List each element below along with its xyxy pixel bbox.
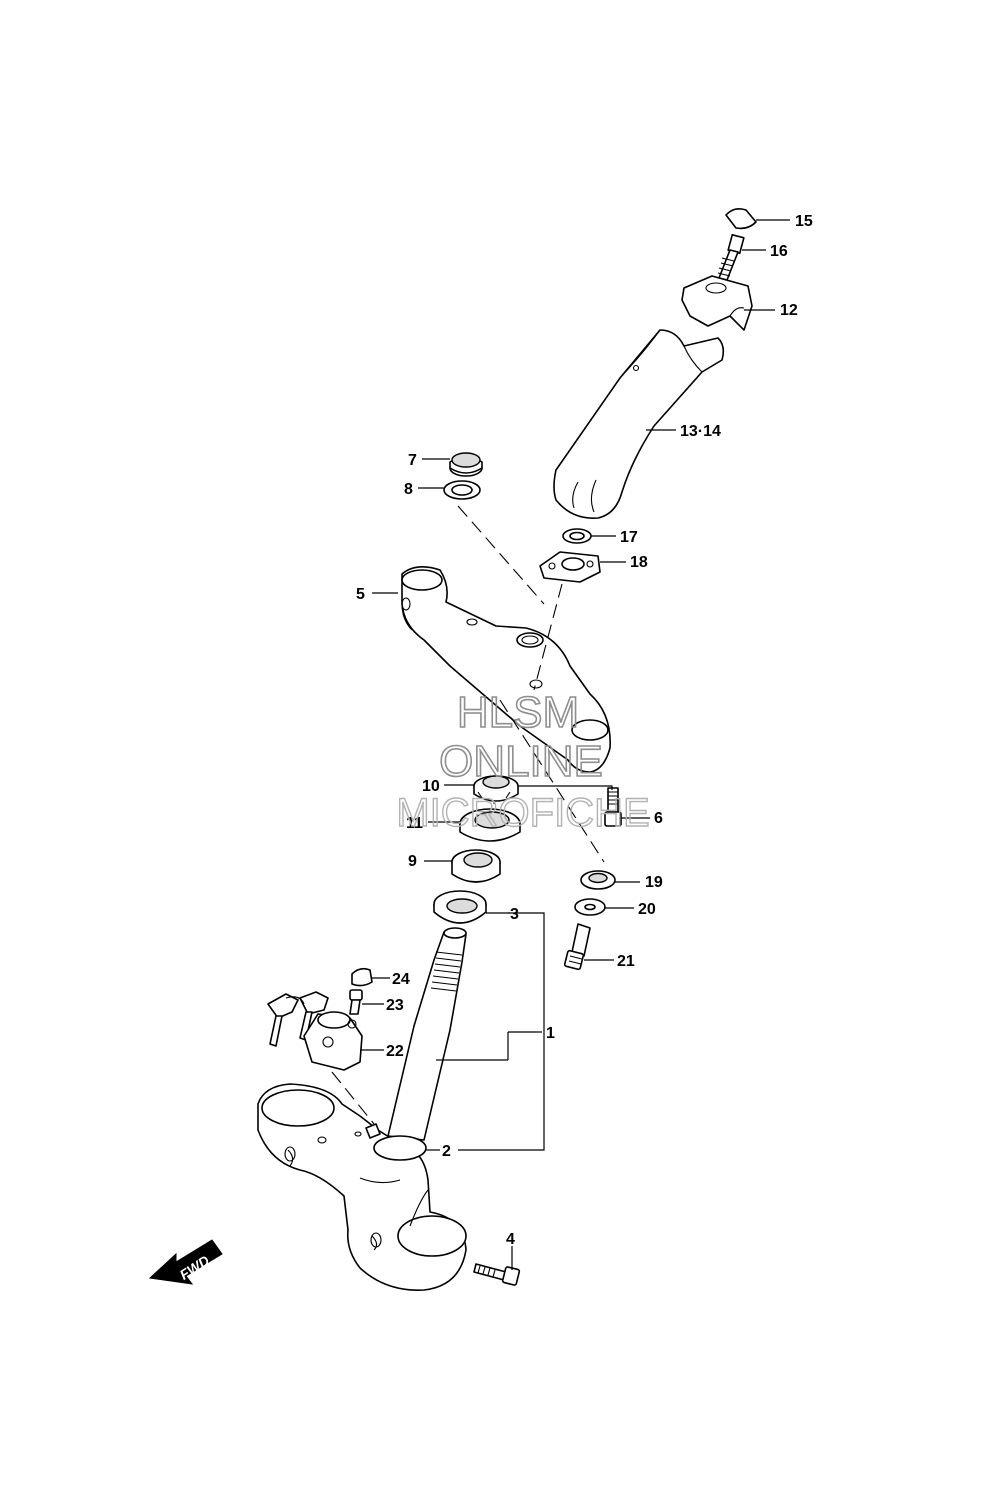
- watermark-line-1: HLSM: [457, 688, 579, 737]
- callout-6: 6: [654, 810, 663, 827]
- callout-24: 24: [392, 971, 410, 988]
- callout-10: 10: [422, 778, 440, 795]
- part-13-14-handlebar: [553, 329, 725, 519]
- callout-21: 21: [617, 953, 635, 970]
- callout-13-14: 13·14: [680, 423, 721, 440]
- leader-lines: [360, 219, 790, 1270]
- part-1-stem: [387, 927, 467, 1141]
- callout-11: 11: [406, 815, 423, 832]
- part-21-bolt: [563, 923, 591, 971]
- part-12-holder: [681, 275, 753, 331]
- callout-15: 15: [795, 213, 813, 230]
- callout-7: 7: [408, 452, 417, 469]
- part-5-upper-bracket: [401, 566, 611, 773]
- assembly-lines: [331, 505, 605, 1125]
- callout-8: 8: [404, 481, 413, 498]
- callout-12: 12: [780, 302, 798, 319]
- part-17-washer: [562, 528, 592, 544]
- callout-16: 16: [770, 243, 788, 260]
- callout-22: 22: [386, 1043, 404, 1060]
- part-18-plate: [539, 551, 601, 583]
- callout-5: 5: [356, 586, 365, 603]
- part-20-washer: [574, 898, 606, 916]
- callout-19: 19: [645, 874, 663, 891]
- ignition-keys: [267, 991, 329, 1047]
- part-8-washer: [443, 480, 481, 500]
- part-6-bolt: [604, 787, 622, 827]
- callout-1: 1: [546, 1025, 555, 1042]
- part-7-nut: [449, 452, 483, 477]
- callout-9: 9: [408, 853, 417, 870]
- part-22-switch: [303, 1011, 363, 1071]
- part-24-cap: [351, 967, 373, 987]
- part-23-screw: [349, 989, 363, 1015]
- part-16-bolt: [717, 233, 745, 281]
- callout-18: 18: [630, 554, 648, 571]
- callouts: 15 16 12 13·14 7 8 17 18 5 10 6 11 9 19 …: [356, 213, 813, 1248]
- fwd-arrow-icon: FWD: [148, 1239, 223, 1285]
- callout-4: 4: [506, 1231, 515, 1248]
- watermark: HLSM ONLINE MICROFICHE: [396, 687, 651, 836]
- callout-3: 3: [510, 906, 519, 923]
- part-10-nut: [473, 775, 519, 804]
- part-11-seal: [459, 808, 521, 842]
- part-15-cap: [725, 208, 757, 230]
- part-4-bolt: [473, 1263, 521, 1286]
- part-2-lower-bracket: [257, 1083, 467, 1291]
- watermark-line-3: MICROFICHE: [396, 791, 649, 835]
- part-19-damper: [580, 870, 616, 890]
- callout-2: 2: [442, 1143, 451, 1160]
- watermark-line-2: ONLINE: [439, 737, 603, 786]
- part-9-bearing: [451, 849, 501, 883]
- part-3-bearing: [433, 890, 487, 924]
- callout-17: 17: [620, 529, 638, 546]
- callout-23: 23: [386, 997, 404, 1014]
- callout-20: 20: [638, 901, 656, 918]
